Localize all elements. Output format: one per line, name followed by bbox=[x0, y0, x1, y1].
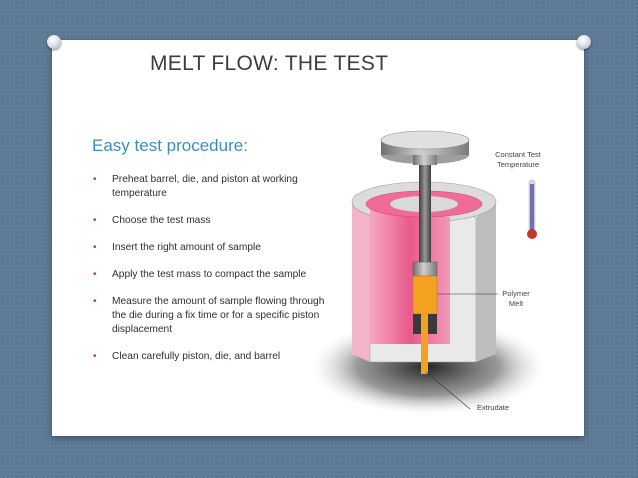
bullet-list: •Preheat barrel, die, and piston at work… bbox=[92, 173, 332, 377]
barrel-cut-face bbox=[352, 200, 370, 362]
polymer-melt bbox=[412, 275, 438, 315]
barrel-side bbox=[476, 202, 496, 362]
list-item: •Choose the test mass bbox=[93, 215, 211, 226]
pin-icon bbox=[47, 35, 61, 49]
piston-rod bbox=[419, 152, 431, 264]
extrudate-leader-line bbox=[425, 371, 471, 410]
extrudate bbox=[421, 314, 428, 374]
slide-title: MELT FLOW: THE TEST bbox=[150, 52, 389, 75]
weight-collar bbox=[413, 155, 437, 165]
bullet-icon: • bbox=[93, 296, 97, 307]
bullet-icon: • bbox=[93, 215, 97, 226]
temperature-label: Constant Test Temperature bbox=[495, 150, 541, 169]
bullet-icon: • bbox=[93, 242, 97, 253]
extrudate-label: Extrudate bbox=[476, 403, 510, 412]
barrel-bore bbox=[370, 208, 450, 344]
list-item: •Measure the amount of sample flowing th… bbox=[93, 296, 325, 335]
weight-top bbox=[380, 130, 470, 150]
list-item: •Preheat barrel, die, and piston at work… bbox=[93, 174, 298, 199]
bullet-icon: • bbox=[93, 351, 97, 362]
piston-head bbox=[412, 261, 438, 277]
melt-label: Polymer Melt bbox=[502, 289, 530, 308]
thermometer-icon bbox=[527, 179, 537, 239]
melt-flow-indexer-diagram bbox=[310, 130, 546, 415]
pin-icon bbox=[577, 35, 591, 49]
bullet-icon: • bbox=[93, 269, 97, 280]
bullet-icon: • bbox=[93, 174, 97, 185]
list-item: •Insert the right amount of sample bbox=[93, 242, 261, 253]
list-item: •Clean carefully piston, die, and barrel bbox=[93, 351, 281, 362]
slide-subtitle: Easy test procedure: bbox=[92, 136, 248, 155]
list-item: •Apply the test mass to compact the samp… bbox=[93, 269, 307, 280]
